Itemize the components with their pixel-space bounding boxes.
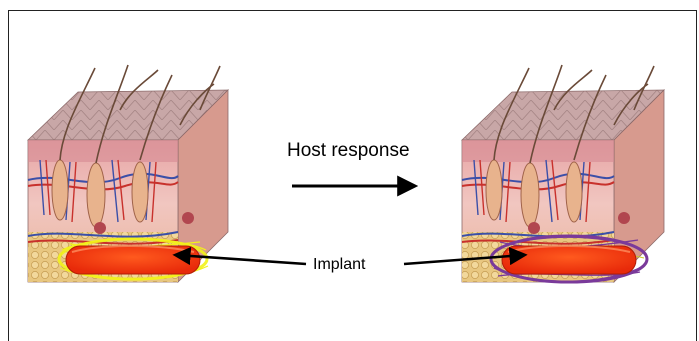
host-response-label: Host response bbox=[287, 140, 410, 162]
implant-label: Implant bbox=[313, 256, 365, 274]
epidermis-layer bbox=[462, 140, 614, 162]
skin-block-after bbox=[462, 65, 664, 282]
epidermis-layer bbox=[28, 140, 178, 162]
skin-block-before bbox=[28, 65, 228, 282]
